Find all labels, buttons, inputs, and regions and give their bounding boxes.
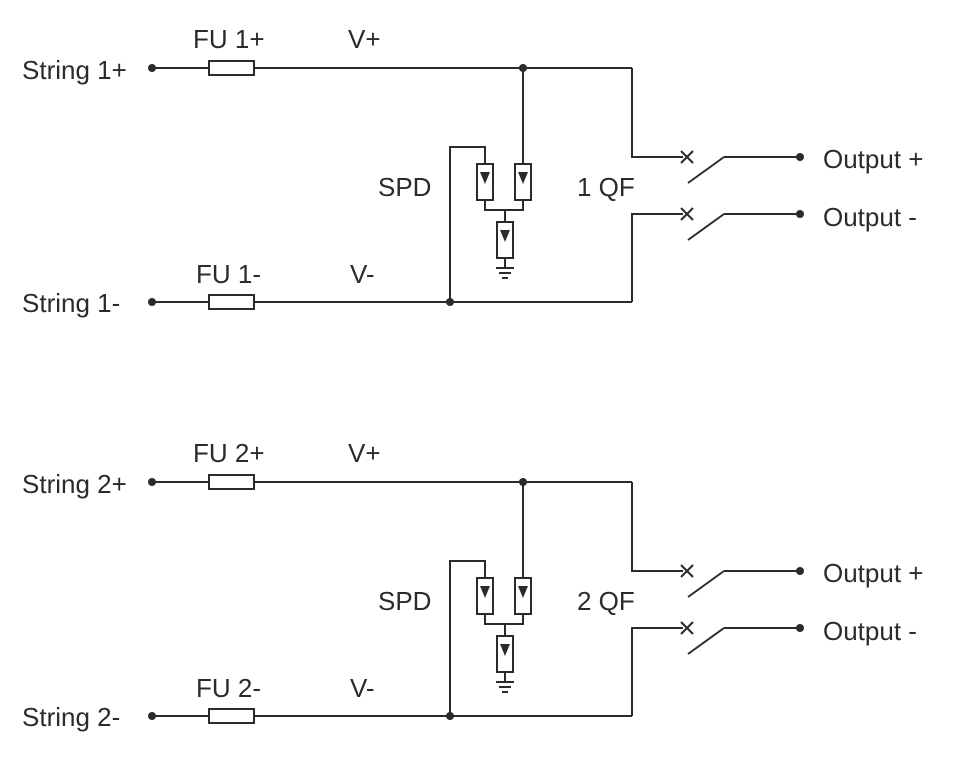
breaker-label: 2 QF <box>577 586 635 616</box>
circuit-2: String 2+ String 2- FU 2+ FU 2- V+ V- SP… <box>22 438 923 732</box>
v-neg-label: V- <box>350 259 375 289</box>
fuse-1-neg <box>208 294 255 310</box>
fuse-2-neg <box>208 708 255 724</box>
v-neg-label: V- <box>350 673 375 703</box>
breaker-label: 1 QF <box>577 172 635 202</box>
terminal-output-pos <box>796 567 804 575</box>
string-1-neg-label: String 1- <box>22 288 120 318</box>
negative-output-wire <box>631 213 683 302</box>
spd-label: SPD <box>378 172 431 202</box>
breaker-2qf <box>680 564 804 655</box>
output-pos-label: Output + <box>823 144 923 174</box>
terminal-output-neg <box>796 624 804 632</box>
fuse-2-neg-label: FU 2- <box>196 673 261 703</box>
fuse-2-pos <box>208 474 255 490</box>
string-2-pos-label: String 2+ <box>22 469 127 499</box>
terminal-output-pos <box>796 153 804 161</box>
spd-label: SPD <box>378 586 431 616</box>
output-neg-label: Output - <box>823 202 917 232</box>
positive-output-wire <box>631 482 683 572</box>
output-neg-label: Output - <box>823 616 917 646</box>
fuse-2-pos-label: FU 2+ <box>193 438 265 468</box>
fuse-1-neg-label: FU 1- <box>196 259 261 289</box>
fuse-1-pos <box>208 60 255 76</box>
v-pos-label: V+ <box>348 24 381 54</box>
negative-output-wire <box>631 627 683 716</box>
circuit-1: String 1+ String 1- FU 1+ FU 1- V+ V- SP… <box>22 24 923 318</box>
output-pos-label: Output + <box>823 558 923 588</box>
spd-surge-protector <box>449 68 532 302</box>
spd-surge-protector <box>449 482 532 716</box>
positive-output-wire <box>631 68 683 158</box>
terminal-output-neg <box>796 210 804 218</box>
string-1-pos-label: String 1+ <box>22 55 127 85</box>
breaker-1qf <box>680 150 804 241</box>
fuse-1-pos-label: FU 1+ <box>193 24 265 54</box>
v-pos-label: V+ <box>348 438 381 468</box>
string-2-neg-label: String 2- <box>22 702 120 732</box>
